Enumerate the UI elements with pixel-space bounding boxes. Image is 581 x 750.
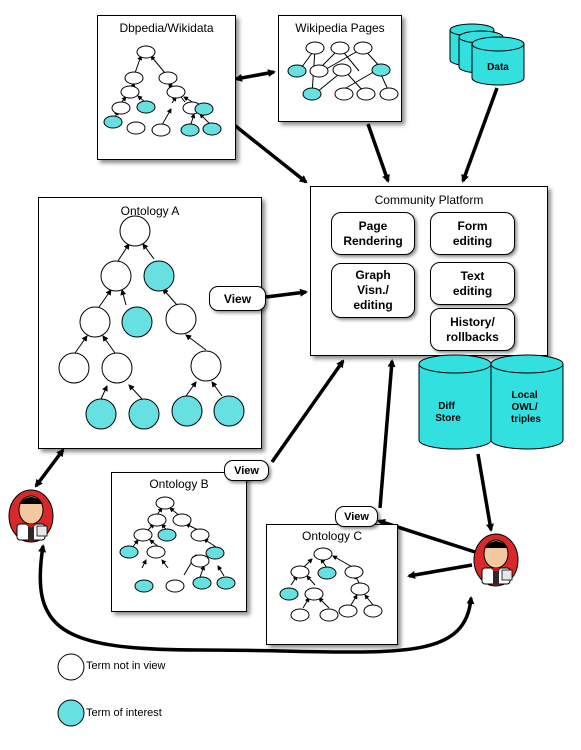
user-avatar-right xyxy=(473,533,519,587)
feature-page-rendering: Page Rendering xyxy=(331,212,415,255)
arrow-user-to-ontology-c xyxy=(407,563,473,579)
view-button-ontology-b[interactable]: View xyxy=(224,460,269,481)
legend-label-not-in-view: Term not in view xyxy=(86,660,166,672)
legend-icon-not-in-view xyxy=(57,653,85,681)
community-platform-title: Community Platform xyxy=(374,193,484,207)
feature-graph-visn-editing: Graph Visn./ editing xyxy=(331,263,415,318)
view-button-ontology-a[interactable]: View xyxy=(209,286,266,311)
arrow-view-b-to-platform xyxy=(270,359,345,464)
ontology-c-graph xyxy=(279,547,383,622)
ontology-b-title: Ontology B xyxy=(149,477,209,491)
ontology-b-graph xyxy=(119,496,236,593)
wikipedia-pages-box: Wikipedia Pages xyxy=(278,15,402,122)
diff-store-label: Diff Store xyxy=(435,401,461,424)
ontology-a-graph xyxy=(58,215,245,430)
data-store-label: Data xyxy=(487,62,509,73)
user-avatar-left xyxy=(8,489,54,543)
feature-text-editing: Text editing xyxy=(430,262,515,305)
ontology-a-box: Ontology A xyxy=(38,197,262,449)
arrow-wikipedia-to-platform xyxy=(366,123,390,183)
arrow-user-to-user-curve xyxy=(38,544,475,654)
ontology-c-box: Ontology C xyxy=(266,524,398,645)
feature-form-editing: Form editing xyxy=(430,212,515,255)
arrow-data-to-platform xyxy=(461,87,499,183)
arrow-stores-to-user xyxy=(476,453,494,532)
ontology-b-box: Ontology B xyxy=(111,472,247,612)
arrow-view-c-to-platform xyxy=(378,359,396,509)
dbpedia-wikidata-box: Dbpedia/Wikidata xyxy=(97,15,236,160)
dbpedia-graph xyxy=(103,45,222,137)
legend-icon-of-interest xyxy=(57,699,85,727)
legend-label-of-interest: Term of interest xyxy=(86,707,162,719)
local-store-label: Local OWL/ triples xyxy=(511,390,541,425)
dbpedia-wikidata-title: Dbpedia/Wikidata xyxy=(119,21,214,35)
wikipedia-graph xyxy=(287,41,399,101)
arrow-user-ontology-a xyxy=(34,448,65,488)
arrow-dbpedia-wikipedia xyxy=(234,69,276,82)
ontology-a-title: Ontology A xyxy=(120,204,180,218)
feature-history-rollbacks: History/ rollbacks xyxy=(430,308,515,351)
arrow-view-a-to-platform xyxy=(265,288,308,299)
arrow-dbpedia-to-platform xyxy=(231,122,308,184)
view-button-ontology-c[interactable]: View xyxy=(335,506,378,527)
ontology-c-title: Ontology C xyxy=(301,529,363,543)
data-store-cylinders: Data xyxy=(449,23,525,86)
wikipedia-pages-title: Wikipedia Pages xyxy=(295,21,385,35)
store-cylinders: Diff Store Local OWL/ triples xyxy=(418,354,564,450)
